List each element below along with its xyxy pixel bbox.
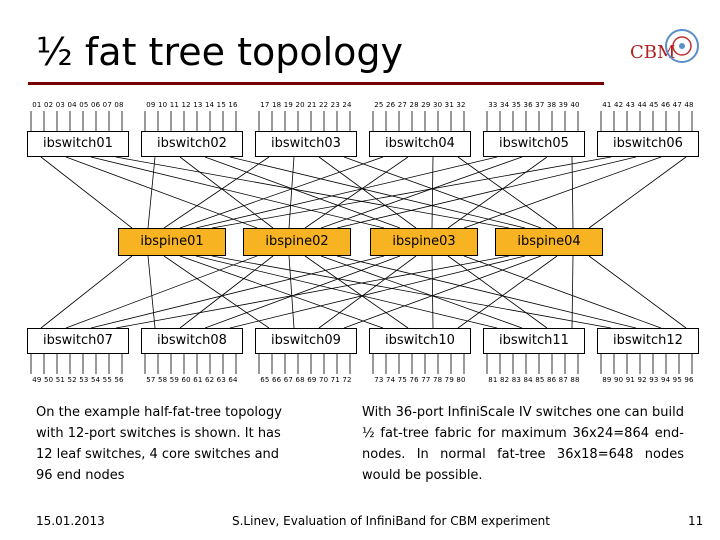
uplink-bottom [318, 255, 417, 329]
uplink-bottom [90, 255, 385, 329]
description-right: With 36-port InfiniScale IV switches one… [362, 405, 684, 483]
leaf-bottom-ports: 73 74 75 76 77 78 79 80 [374, 376, 466, 384]
footer-author: S.Linev, Evaluation of InfiniBand for CB… [232, 514, 550, 528]
leaf-switch-bottom: ibswitch10 [369, 328, 471, 354]
uplink-bottom [229, 255, 526, 329]
leaf-switch-bottom: ibswitch09 [255, 328, 357, 354]
uplink-top [447, 156, 548, 229]
uplink-bottom [195, 255, 498, 329]
spine-switch: ibspine01 [118, 228, 226, 256]
uplink-top [211, 156, 612, 229]
uplink-bottom [447, 255, 548, 329]
leaf-switch-top: ibswitch01 [27, 131, 129, 157]
uplink-top [571, 156, 574, 229]
uplink-top [288, 156, 295, 229]
uplink-top [336, 156, 637, 229]
leaf-bottom-ports: 89 90 91 92 93 94 95 96 [602, 376, 694, 384]
uplink-top [195, 156, 498, 229]
footer-date: 15.01.2013 [36, 514, 105, 528]
uplink-top [457, 156, 558, 229]
uplink-top [431, 156, 434, 229]
leaf-top-ports: 33 34 35 36 37 38 39 40 [488, 101, 580, 109]
uplink-top [147, 156, 156, 229]
leaf-bottom-ports: 57 58 59 60 61 62 63 64 [146, 376, 238, 384]
uplink-top [320, 156, 523, 229]
title-underline [28, 82, 604, 85]
leaf-switch-bottom: ibswitch07 [27, 328, 129, 354]
spine-switch: ibspine04 [495, 228, 603, 256]
leaf-switch-top: ibswitch06 [597, 131, 699, 157]
page-number: 11 [688, 514, 704, 528]
cbm-logo: CBM [630, 29, 699, 63]
leaf-switch-top: ibswitch04 [369, 131, 471, 157]
uplink-bottom [304, 255, 409, 329]
uplink-top [318, 156, 417, 229]
leaf-switch-top: ibswitch02 [141, 131, 243, 157]
leaf-top-ports: 25 26 27 28 29 30 31 32 [374, 101, 466, 109]
uplink-bottom [65, 255, 258, 329]
leaf-switch-top: ibswitch05 [483, 131, 585, 157]
uplink-top [65, 156, 258, 229]
uplink-bottom [336, 255, 637, 329]
description-left: On the example half-fat-tree topology wi… [36, 405, 282, 483]
leaf-switch-top: ibswitch03 [255, 131, 357, 157]
uplink-bottom [211, 255, 612, 329]
uplink-top [40, 156, 133, 229]
uplink-bottom [588, 255, 687, 329]
uplink-top [463, 156, 662, 229]
uplink-bottom [163, 255, 270, 329]
slide-title: ½ fat tree topology [36, 30, 404, 74]
uplink-bottom [463, 255, 662, 329]
leaf-top-ports: 17 18 19 20 21 22 23 24 [260, 101, 352, 109]
leaf-top-ports: 01 02 03 04 05 06 07 08 [32, 101, 124, 109]
uplink-top [90, 156, 385, 229]
uplink-top [179, 156, 274, 229]
uplink-top [115, 156, 510, 229]
uplink-bottom [320, 255, 523, 329]
uplink-bottom [343, 255, 542, 329]
uplink-bottom [179, 255, 274, 329]
uplink-bottom [431, 255, 434, 329]
uplink-top [204, 156, 401, 229]
uplink-bottom [179, 255, 384, 329]
spine-switch: ibspine02 [243, 228, 351, 256]
leaf-switch-bottom: ibswitch08 [141, 328, 243, 354]
uplink-top [304, 156, 409, 229]
leaf-bottom-ports: 65 66 67 68 69 70 71 72 [260, 376, 352, 384]
leaf-bottom-ports: 49 50 51 52 53 54 55 56 [32, 376, 124, 384]
uplink-bottom [147, 255, 156, 329]
uplink-top [343, 156, 542, 229]
uplink-top [163, 156, 270, 229]
uplink-bottom [115, 255, 510, 329]
uplink-bottom [204, 255, 401, 329]
spine-switch: ibspine03 [370, 228, 478, 256]
leaf-bottom-ports: 81 82 83 84 85 86 87 88 [488, 376, 580, 384]
uplink-bottom [571, 255, 574, 329]
leaf-top-ports: 41 42 43 44 45 46 47 48 [602, 101, 694, 109]
uplink-top [229, 156, 526, 229]
uplink-top [588, 156, 687, 229]
cbm-logo-letters: CBM [630, 42, 675, 63]
leaf-switch-bottom: ibswitch11 [483, 328, 585, 354]
uplink-bottom [457, 255, 558, 329]
leaf-top-ports: 09 10 11 12 13 14 15 16 [146, 101, 238, 109]
uplink-bottom [40, 255, 133, 329]
uplink-bottom [288, 255, 295, 329]
uplink-top [179, 156, 384, 229]
leaf-switch-bottom: ibswitch12 [597, 328, 699, 354]
